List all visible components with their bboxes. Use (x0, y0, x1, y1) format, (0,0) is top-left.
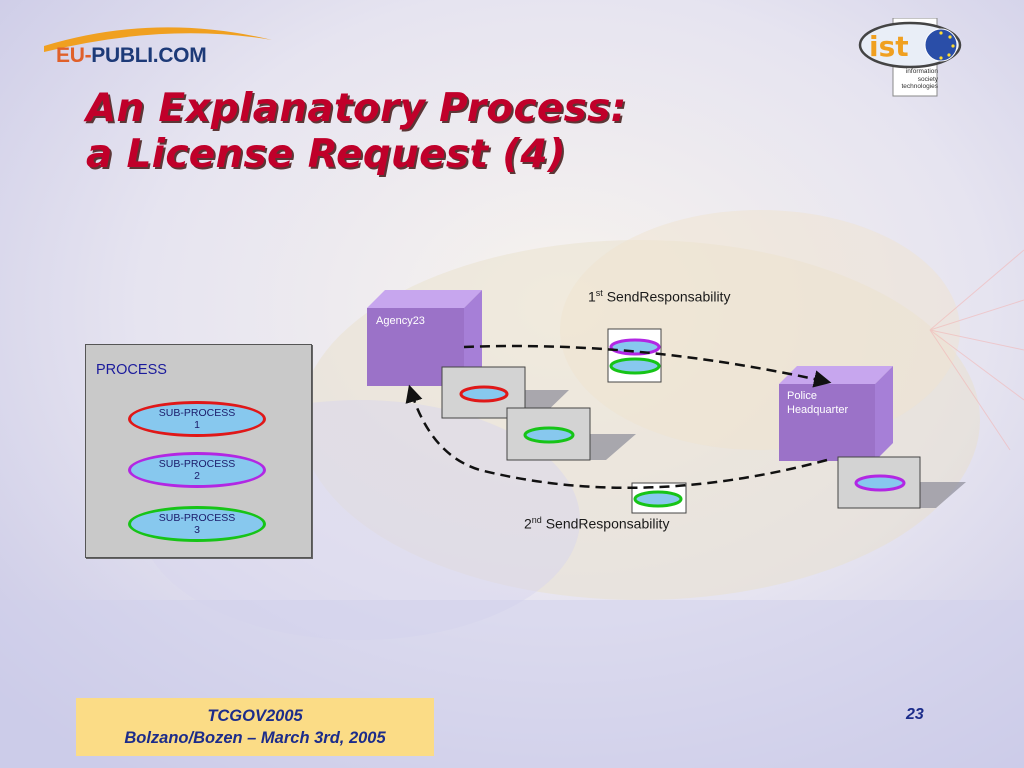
document-sent-2 (631, 482, 687, 514)
second-send-ordinal-suffix: nd (531, 515, 542, 525)
slide-title-line1: An Explanatory Process: (86, 86, 627, 131)
second-send-text: SendResponsability (545, 515, 670, 532)
document-green (506, 407, 636, 461)
first-send-text: SendResponsability (606, 288, 731, 305)
first-send-arrow (463, 344, 832, 388)
first-send-label: 1st SendResponsability (588, 288, 730, 305)
logo-text-eu: EU (56, 44, 85, 67)
subprocess-3: SUB-PROCESS 3 (128, 506, 266, 542)
ist-subtitle-line: society (917, 75, 938, 83)
process-label: PROCESS (96, 362, 167, 378)
police-node (779, 366, 893, 461)
first-send-ordinal-suffix: st (595, 288, 603, 298)
logo-text-separator: - (84, 44, 92, 67)
subprocess-1-title: SUB-PROCESS (158, 407, 236, 419)
logo-text: EU-PUBLI.COM (56, 44, 207, 68)
eu-publi-logo: EU-PUBLI.COM (36, 18, 282, 76)
second-send-ordinal: 2 (524, 515, 532, 532)
footer-conference-box: TCGOV2005 Bolzano/Bozen – March 3rd, 200… (76, 698, 434, 756)
subprocess-3-number: 3 (194, 524, 200, 536)
subprocess-1-number: 1 (194, 419, 200, 431)
subprocess-1: SUB-PROCESS 1 (128, 401, 266, 437)
police-label-line1: Police (787, 390, 817, 402)
agency-label: Agency23 (376, 315, 425, 327)
police-label-line2: Headquarter (787, 404, 849, 416)
ist-subtitle-line: information (905, 68, 938, 75)
police-label: Police Headquarter (787, 389, 848, 417)
ist-subtitle-line: technologies (901, 83, 939, 90)
subprocess-2: SUB-PROCESS 2 (128, 452, 266, 488)
ist-logo: ist information society technologies (855, 18, 965, 98)
logo-text-publi: PUBLI.COM (91, 44, 207, 67)
subprocess-2-title: SUB-PROCESS (158, 458, 236, 470)
document-sent-1 (607, 328, 662, 383)
slide-title: An Explanatory Process: a License Reques… (86, 86, 786, 178)
ist-subtitle: information society technologies (893, 68, 939, 91)
page-number: 23 (906, 706, 924, 723)
subprocess-3-title: SUB-PROCESS (158, 512, 236, 524)
slide-title-line2: a License Request (4) (86, 132, 566, 177)
second-send-label: 2nd SendResponsability (524, 515, 669, 532)
document-purple (837, 456, 966, 509)
footer-conference-name: TCGOV2005 (207, 707, 303, 725)
svg-text:ist: ist (869, 30, 909, 63)
ist-logo-icon: ist (858, 18, 962, 97)
footer-conference-date: Bolzano/Bozen – March 3rd, 2005 (124, 729, 386, 747)
logo-swoosh-icon (44, 27, 272, 52)
subprocess-2-number: 2 (194, 470, 200, 482)
first-send-ordinal: 1 (588, 288, 596, 305)
